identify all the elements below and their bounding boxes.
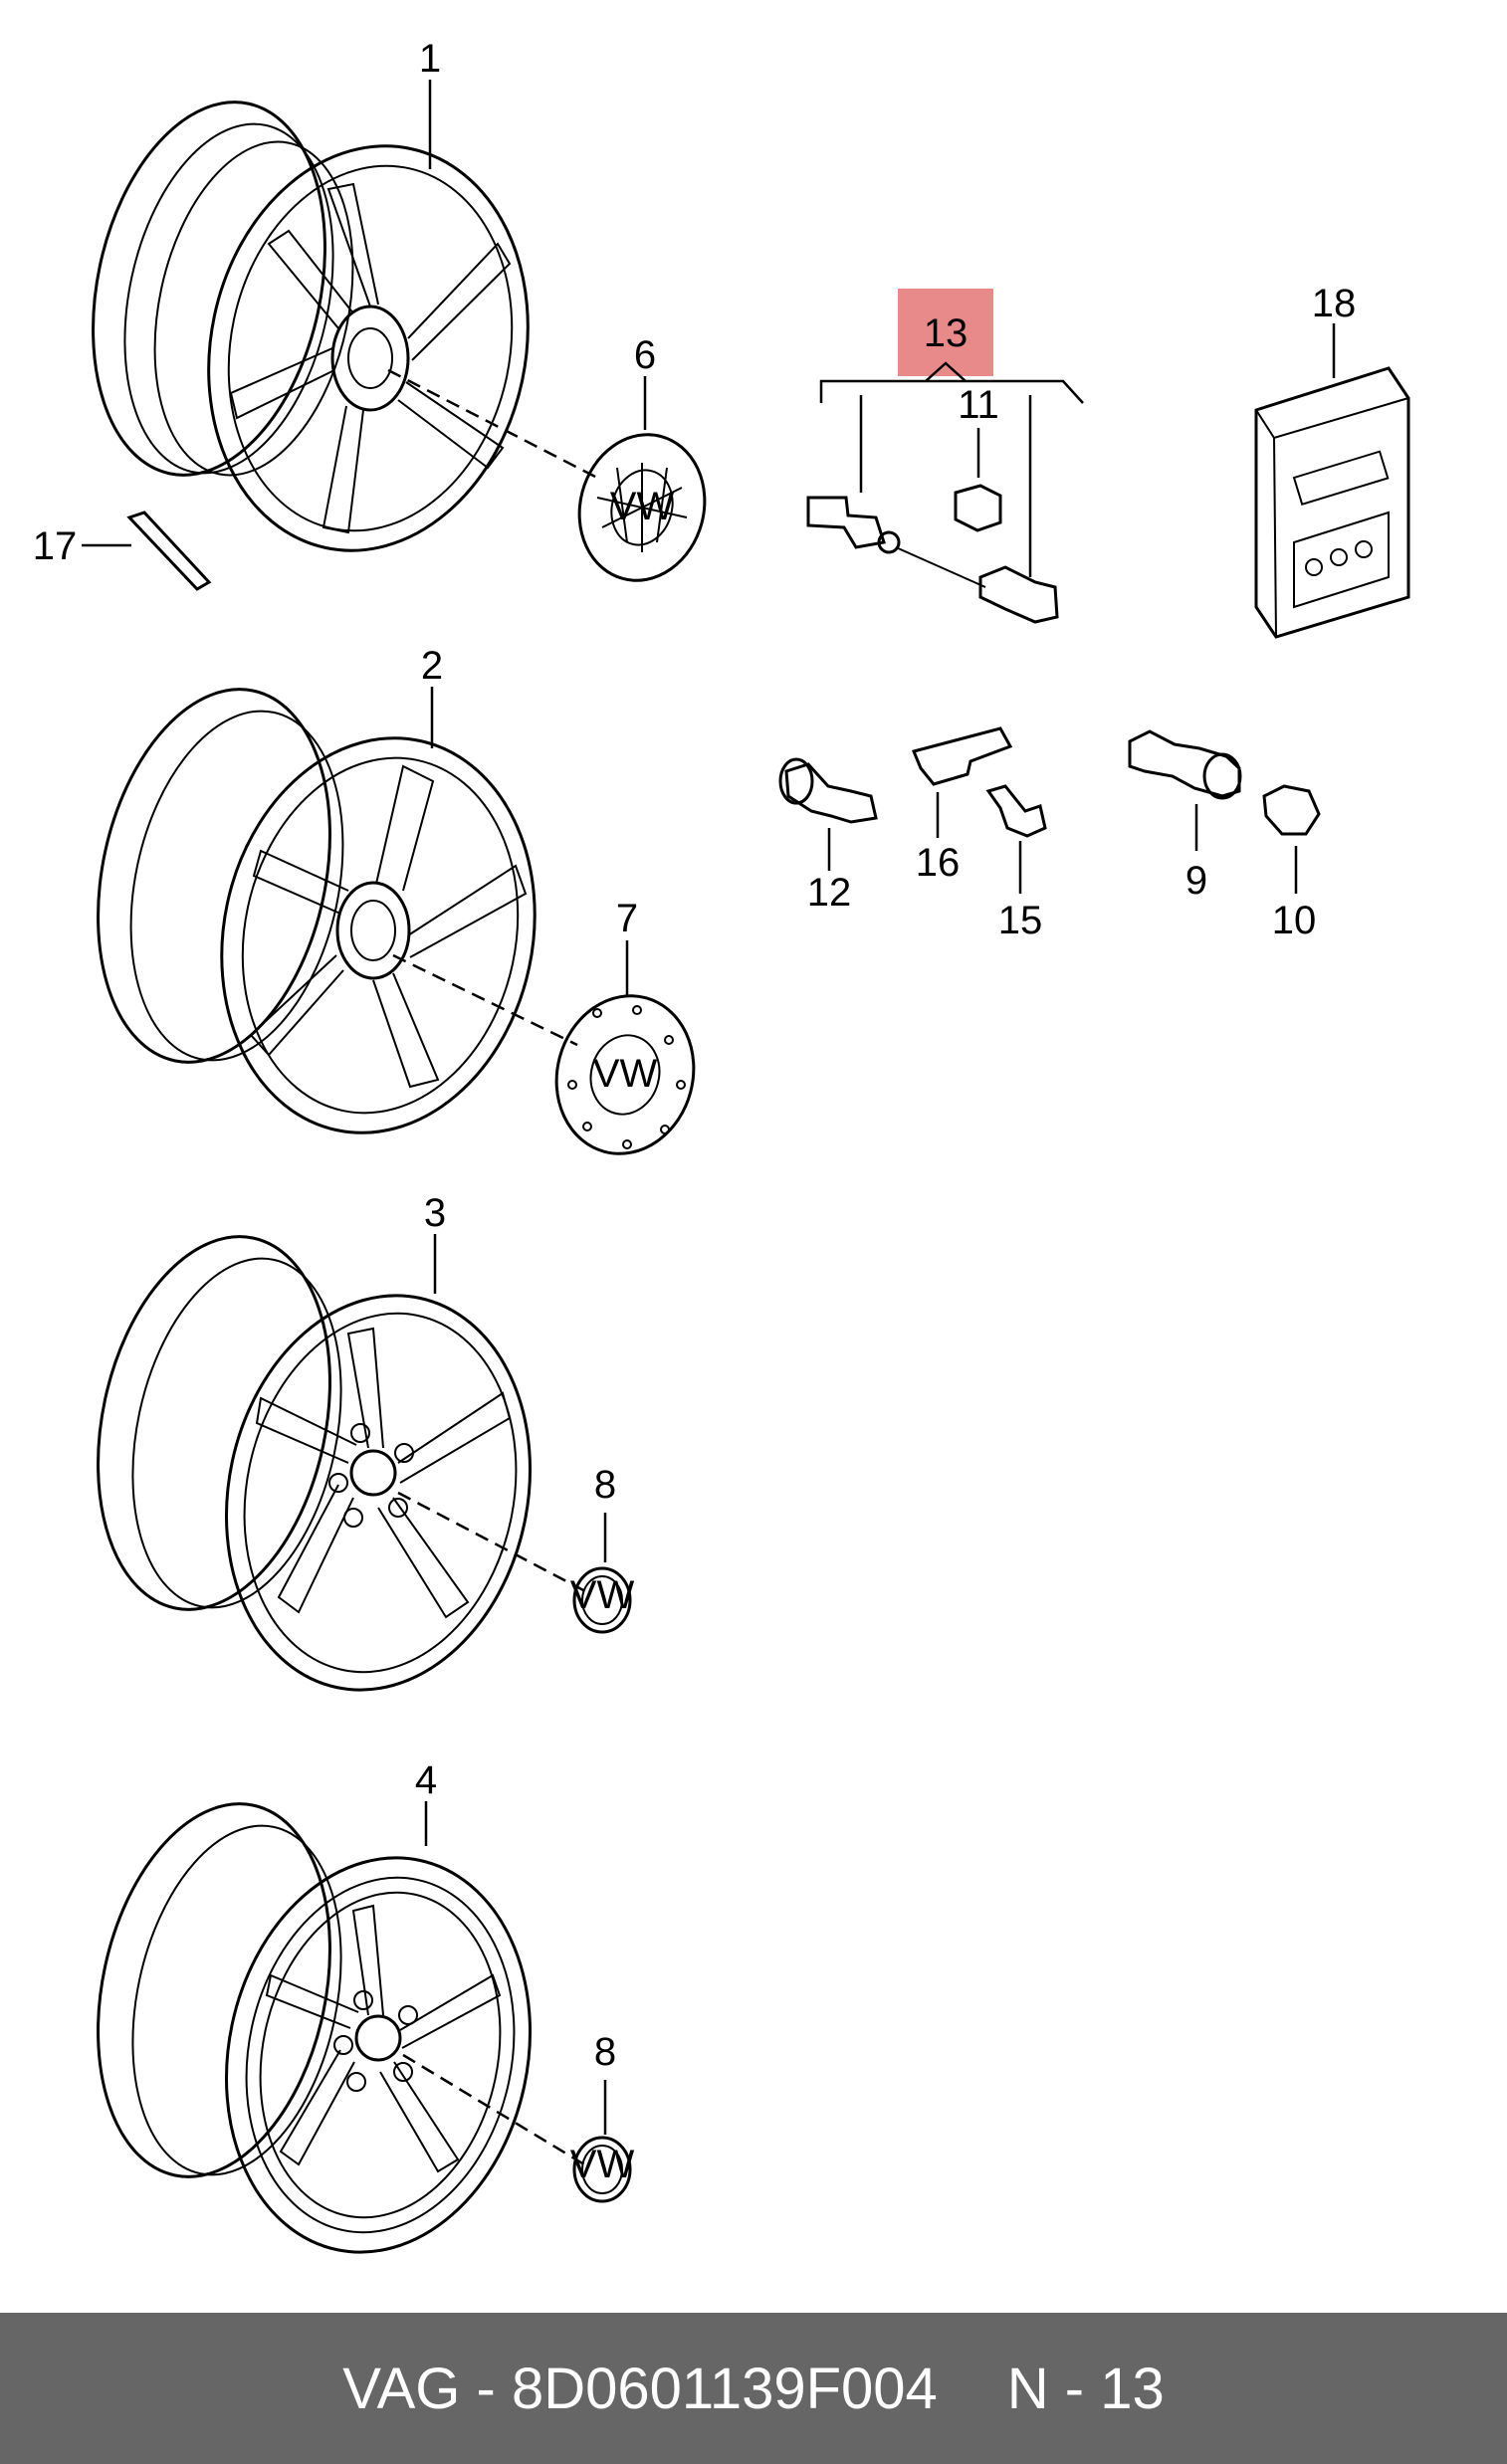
- part-10-nut: [1262, 784, 1321, 894]
- vw-logo-icon: VW: [593, 1052, 658, 1096]
- callout-7: 7: [616, 897, 638, 940]
- callout-3: 3: [424, 1191, 446, 1235]
- vw-logo-icon: VW: [610, 485, 675, 528]
- callout-18: 18: [1312, 282, 1357, 325]
- page-reference: N - 13: [1006, 2356, 1165, 2421]
- callout-10: 10: [1272, 899, 1317, 942]
- part-16-bracket: [911, 726, 1013, 838]
- center-cap-8b: VW: [570, 2080, 635, 2203]
- callout-8b: 8: [594, 2030, 616, 2074]
- callout-6: 6: [634, 333, 656, 377]
- vw-logo-icon: VW: [570, 2143, 635, 2186]
- callout-9: 9: [1185, 859, 1207, 903]
- part-17-wedge: [82, 511, 212, 591]
- part-15-clip: [985, 784, 1047, 894]
- part-9-bolt: [1128, 729, 1242, 851]
- callout-17: 17: [33, 524, 78, 568]
- callout-4: 4: [415, 1758, 437, 1802]
- wheel-4: [97, 1801, 590, 2254]
- part-12-valve: [778, 757, 878, 871]
- hub-cap-7: VW: [554, 940, 696, 1155]
- parts-diagram: VW VW: [33, 37, 1410, 2254]
- callout-2: 2: [421, 644, 443, 688]
- hub-cap-6: VW: [577, 376, 707, 582]
- footer-bar: VAG - 8D0601139F004 N - 13: [0, 2313, 1507, 2464]
- callout-8a: 8: [594, 1463, 616, 1507]
- callout-11: 11: [958, 383, 999, 427]
- part-18-kit: [1254, 323, 1410, 639]
- callout-12: 12: [807, 871, 852, 915]
- vw-logo-icon: VW: [570, 1573, 635, 1617]
- part-number: VAG - 8D0601139F004: [342, 2356, 938, 2421]
- callout-16: 16: [916, 841, 961, 885]
- wheel-2: [97, 687, 578, 1134]
- part-group-13: [806, 289, 1084, 624]
- callout-13: 13: [924, 311, 969, 355]
- wheel-3: [97, 1234, 588, 1692]
- callout-1: 1: [419, 37, 441, 81]
- wheel-1: [92, 80, 598, 552]
- center-cap-8a: VW: [570, 1513, 635, 1634]
- callout-15: 15: [998, 899, 1043, 942]
